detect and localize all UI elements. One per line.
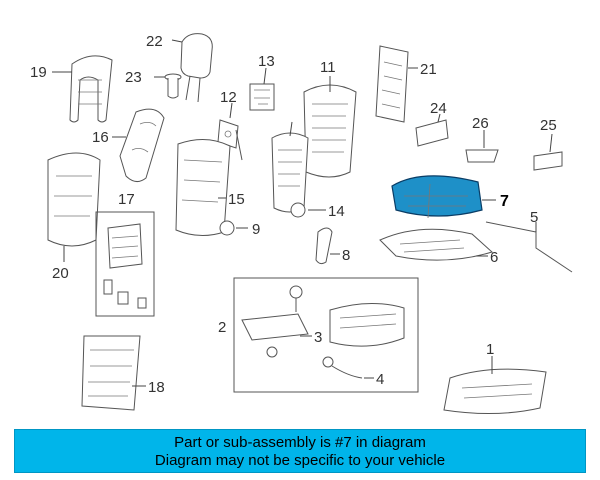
part-11-backrest-frame[interactable] — [303, 76, 357, 178]
part-9-knob[interactable] — [219, 220, 248, 236]
part-24-clip[interactable] — [415, 113, 449, 147]
callout-7: 7 — [500, 193, 509, 210]
part-2-group-box — [233, 277, 419, 393]
callout-1: 1 — [486, 341, 494, 358]
callout-8: 8 — [342, 247, 350, 264]
part-17-lumbar-group[interactable] — [95, 211, 155, 317]
part-6-seat-pan[interactable] — [379, 228, 493, 261]
callout-20: 20 — [52, 265, 69, 282]
callout-23: 23 — [125, 69, 142, 86]
callout-5: 5 — [530, 209, 538, 226]
part-7-cushion-highlighted[interactable] — [391, 175, 496, 219]
part-cushion-frame[interactable] — [329, 302, 405, 347]
banner-line-2: Diagram may not be specific to your vehi… — [154, 452, 446, 469]
callout-25: 25 — [540, 117, 557, 134]
part-20-back-cover[interactable] — [47, 152, 101, 262]
part-15-back-foam[interactable] — [175, 139, 231, 236]
part-19-frame-wire[interactable] — [52, 55, 113, 123]
callout-12: 12 — [220, 89, 237, 106]
callout-17: 17 — [118, 191, 135, 208]
part-5-cable[interactable] — [485, 221, 573, 273]
part-13-module[interactable] — [249, 67, 275, 111]
part-12-bracket[interactable] — [217, 102, 243, 161]
part-21-back-panel[interactable] — [375, 45, 418, 123]
callout-6: 6 — [490, 249, 498, 266]
callout-15: 15 — [228, 191, 245, 208]
callout-24: 24 — [430, 100, 447, 117]
info-banner: Part or sub-assembly is #7 in diagram Di… — [14, 429, 586, 473]
part-1-seat-base[interactable] — [443, 356, 547, 415]
callout-18: 18 — [148, 379, 165, 396]
callout-14: 14 — [328, 203, 345, 220]
callout-22: 22 — [146, 33, 163, 50]
part-8-trim[interactable] — [315, 227, 340, 265]
part-25-switch[interactable] — [533, 133, 563, 171]
callout-13: 13 — [258, 53, 275, 70]
part-14-knob[interactable] — [290, 202, 326, 218]
callout-11: 11 — [320, 59, 336, 76]
callout-19: 19 — [30, 64, 47, 81]
callout-4: 4 — [376, 371, 384, 388]
callout-2: 2 — [218, 319, 226, 336]
part-18-lumbar-wire[interactable] — [81, 335, 146, 411]
part-16-bolster[interactable] — [112, 108, 165, 182]
banner-line-1: Part or sub-assembly is #7 in diagram — [174, 434, 426, 451]
part-10-spring-panel[interactable] — [271, 121, 309, 213]
callout-26: 26 — [472, 115, 489, 132]
callout-3: 3 — [314, 329, 322, 346]
part-23-guide[interactable] — [154, 73, 182, 99]
part-22-headrest[interactable] — [171, 33, 213, 103]
callout-9: 9 — [252, 221, 260, 238]
callout-16: 16 — [92, 129, 109, 146]
part-3-bracket[interactable] — [241, 285, 312, 358]
part-26-bracket[interactable] — [465, 130, 499, 163]
callout-21: 21 — [420, 61, 437, 78]
part-4-sensor[interactable] — [322, 356, 374, 379]
